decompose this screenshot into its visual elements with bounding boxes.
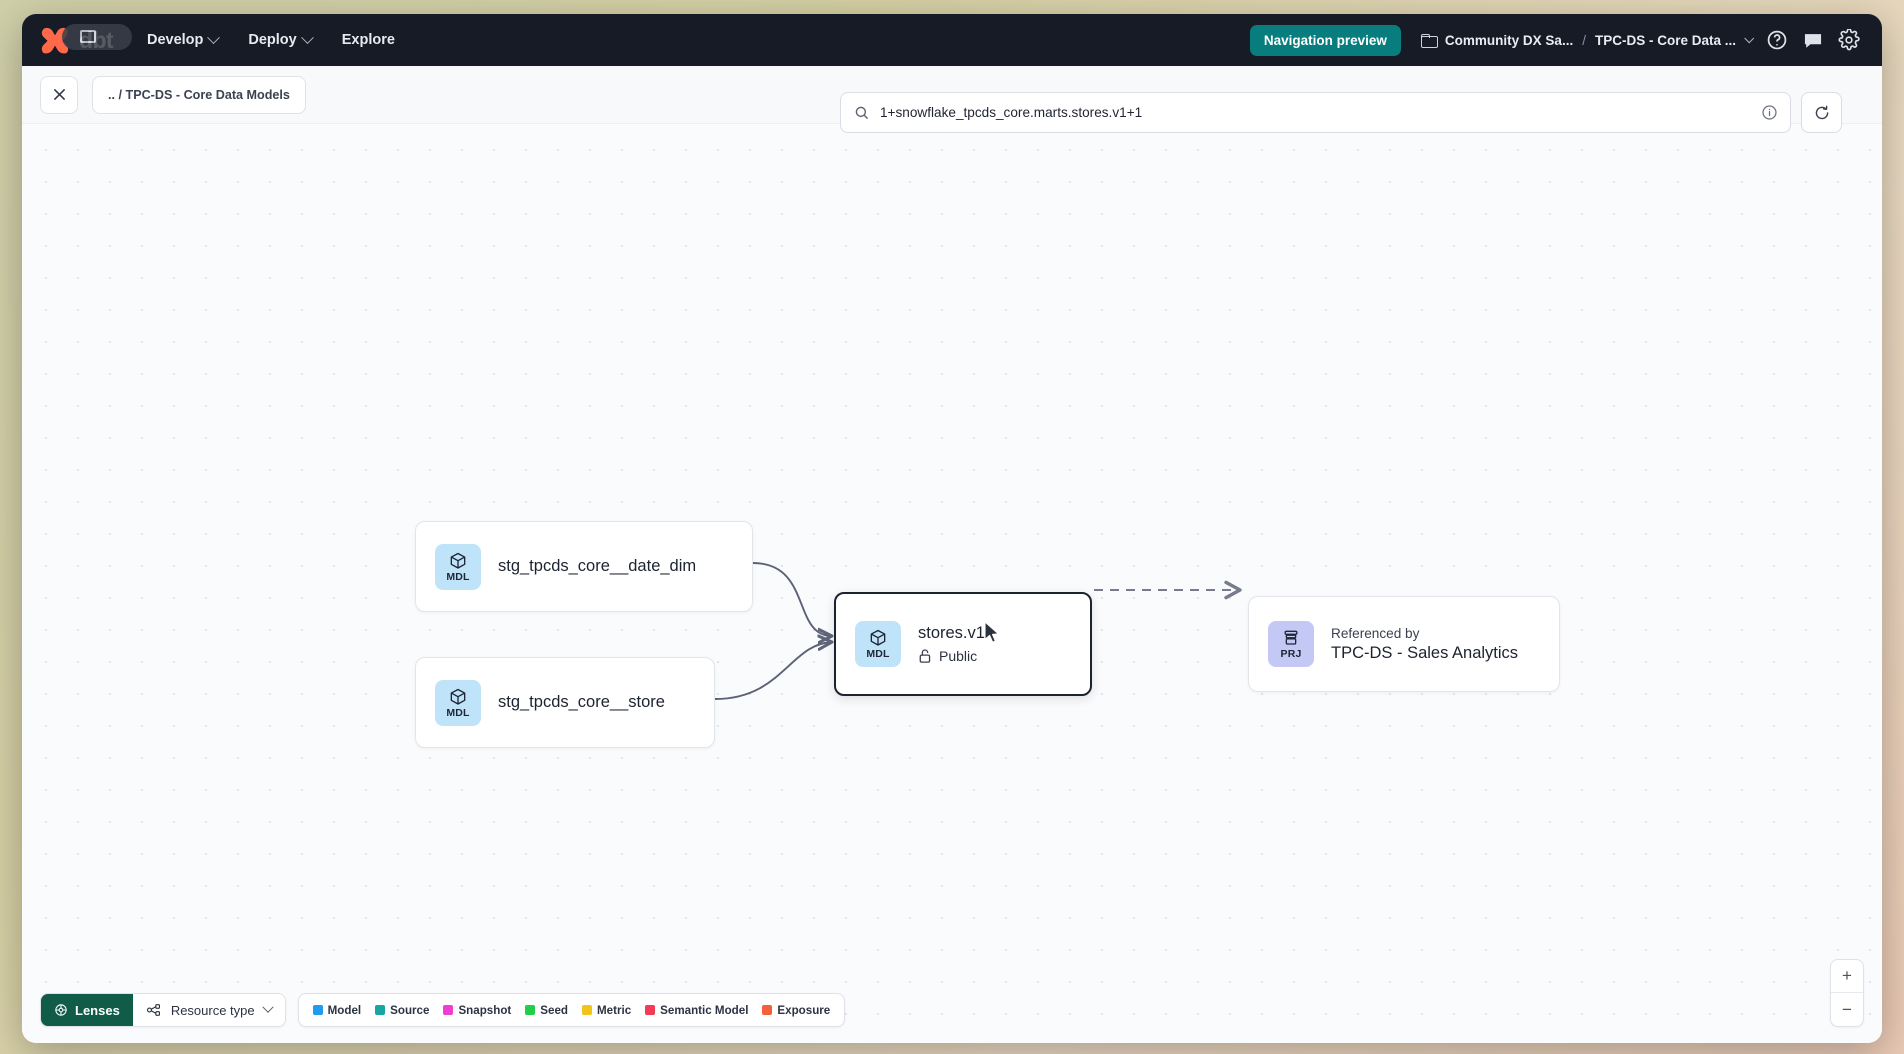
legend-swatch <box>443 1005 454 1015</box>
legend-swatch <box>582 1005 592 1015</box>
node-type-badge-mdl: MDL <box>435 679 481 726</box>
window-tab-handle[interactable] <box>62 24 132 50</box>
legend-swatch <box>312 1005 323 1015</box>
lineage-edges <box>714 562 1242 700</box>
lineage-node-stores-v1[interactable]: MDL stores.v1 Public <box>834 592 1092 696</box>
chevron-down-icon[interactable] <box>1744 32 1755 43</box>
settings-gear-icon[interactable] <box>1838 29 1860 51</box>
nav-item-deploy-label: Deploy <box>248 32 297 48</box>
node-badge-label: MDL <box>446 570 470 583</box>
zoom-controls: + − <box>1830 959 1864 1027</box>
legend-swatch <box>375 1005 386 1015</box>
breadcrumb-project[interactable]: TPC-DS - Core Data ... <box>1594 32 1736 48</box>
refresh-icon <box>1815 105 1828 119</box>
resource-type-label: Resource type <box>170 1002 255 1018</box>
lineage-node-stg-date-dim[interactable]: MDL stg_tpcds_core__date_dim <box>415 521 753 612</box>
legend-label: Source <box>390 1003 430 1017</box>
node-body: stg_tpcds_core__date_dim <box>481 557 714 576</box>
app-window: dbt Develop Deploy Explore Navigation pr… <box>22 14 1882 1043</box>
nav-item-develop[interactable]: Develop <box>146 30 221 48</box>
cube-icon <box>870 630 886 646</box>
edge-store-to-stores <box>714 642 832 700</box>
node-title: stores.v1 <box>918 624 985 642</box>
feedback-icon[interactable] <box>1802 29 1824 51</box>
node-access-row: Public <box>918 648 985 664</box>
legend-swatch <box>525 1005 536 1015</box>
canvas-bottom-toolbar: Lenses Resource type Model <box>40 993 846 1027</box>
legend-swatch <box>762 1005 773 1015</box>
close-icon <box>53 88 65 101</box>
resource-type-dropdown[interactable]: Resource type <box>132 994 285 1026</box>
zoom-out-button[interactable]: − <box>1842 999 1852 1019</box>
lineage-canvas[interactable]: MDL stg_tpcds_core__date_dim MDL stg_tpc… <box>22 124 1882 1043</box>
navigation-preview-badge[interactable]: Navigation preview <box>1249 24 1401 56</box>
nav-item-explore-label: Explore <box>341 32 395 48</box>
info-circle-icon[interactable] <box>1761 104 1778 121</box>
node-type-badge-prj: PRJ <box>1268 621 1314 667</box>
nav-item-explore[interactable]: Explore <box>342 32 395 48</box>
legend-item-seed: Seed <box>525 1004 568 1017</box>
chevron-down-icon <box>261 1001 274 1013</box>
nav-item-deploy[interactable]: Deploy <box>248 30 314 48</box>
breadcrumb-account[interactable]: Community DX Sa... <box>1444 32 1574 48</box>
lens-group: Lenses Resource type <box>40 993 286 1027</box>
lenses-button[interactable]: Lenses <box>41 994 133 1026</box>
node-body: stores.v1 Public <box>901 624 1003 664</box>
search-area <box>840 92 1842 133</box>
nav-item-develop-label: Develop <box>146 32 204 48</box>
account-breadcrumb: Community DX Sa... / TPC-DS - Core Data … <box>1420 32 1755 48</box>
node-badge-label: MDL <box>866 648 890 661</box>
legend-item-source: Source <box>375 1004 429 1017</box>
legend-label: Semantic Model <box>660 1003 749 1017</box>
window-tab-icon <box>80 30 96 43</box>
breadcrumb-separator: / <box>1582 32 1586 48</box>
node-kicker: Referenced by <box>1331 625 1420 641</box>
cube-icon <box>450 688 466 705</box>
dbt-logo-icon <box>41 27 69 54</box>
project-stack-icon <box>1284 630 1298 645</box>
search-input[interactable] <box>870 105 1761 120</box>
unlock-icon <box>919 649 931 663</box>
node-badge-label: PRJ <box>1280 648 1302 661</box>
legend-label: Seed <box>540 1003 568 1017</box>
chevron-down-icon <box>300 30 314 44</box>
legend-label: Snapshot <box>458 1003 512 1017</box>
legend-item-metric: Metric <box>582 1004 631 1017</box>
cube-icon <box>450 552 466 569</box>
legend-item-semantic-model: Semantic Model <box>645 1004 748 1017</box>
lineage-node-referenced-project[interactable]: PRJ Referenced by TPC-DS - Sales Analyti… <box>1248 596 1560 692</box>
node-badge-label: MDL <box>446 706 470 719</box>
node-access-label: Public <box>939 648 978 664</box>
legend-item-model: Model <box>312 1003 362 1017</box>
legend-swatch <box>645 1005 656 1015</box>
node-title: stg_tpcds_core__date_dim <box>498 557 697 575</box>
node-title: stg_tpcds_core__store <box>498 693 665 711</box>
node-body: stg_tpcds_core__store <box>481 693 683 712</box>
refresh-button[interactable] <box>1801 92 1842 133</box>
lineage-breadcrumb-chip[interactable]: .. / TPC-DS - Core Data Models <box>92 75 306 114</box>
chevron-down-icon <box>207 30 221 44</box>
top-navigation-bar: dbt Develop Deploy Explore Navigation pr… <box>22 14 1882 66</box>
lineage-node-stg-store[interactable]: MDL stg_tpcds_core__store <box>415 657 715 748</box>
legend-label: Model <box>327 1003 362 1017</box>
help-circle-icon[interactable] <box>1766 29 1788 51</box>
resource-type-legend: Model Source Snapshot Seed <box>297 993 846 1027</box>
search-box[interactable] <box>840 92 1791 133</box>
close-lineage-button[interactable] <box>40 75 78 114</box>
legend-label: Exposure <box>777 1003 831 1017</box>
node-graph-icon <box>146 1004 160 1016</box>
lens-aperture-icon <box>55 1004 67 1016</box>
legend-item-snapshot: Snapshot <box>443 1004 511 1017</box>
folder-icon <box>1420 34 1438 48</box>
edge-date-dim-to-stores <box>752 562 832 636</box>
legend-item-exposure: Exposure <box>762 1004 830 1017</box>
legend-label: Metric <box>597 1003 632 1017</box>
node-type-badge-mdl: MDL <box>855 621 901 667</box>
node-type-badge-mdl: MDL <box>435 543 481 590</box>
lenses-label: Lenses <box>75 1002 120 1018</box>
zoom-in-button[interactable]: + <box>1831 960 1863 993</box>
node-body: Referenced by TPC-DS - Sales Analytics <box>1314 626 1536 663</box>
search-icon <box>855 106 869 119</box>
node-title: TPC-DS - Sales Analytics <box>1331 643 1519 662</box>
